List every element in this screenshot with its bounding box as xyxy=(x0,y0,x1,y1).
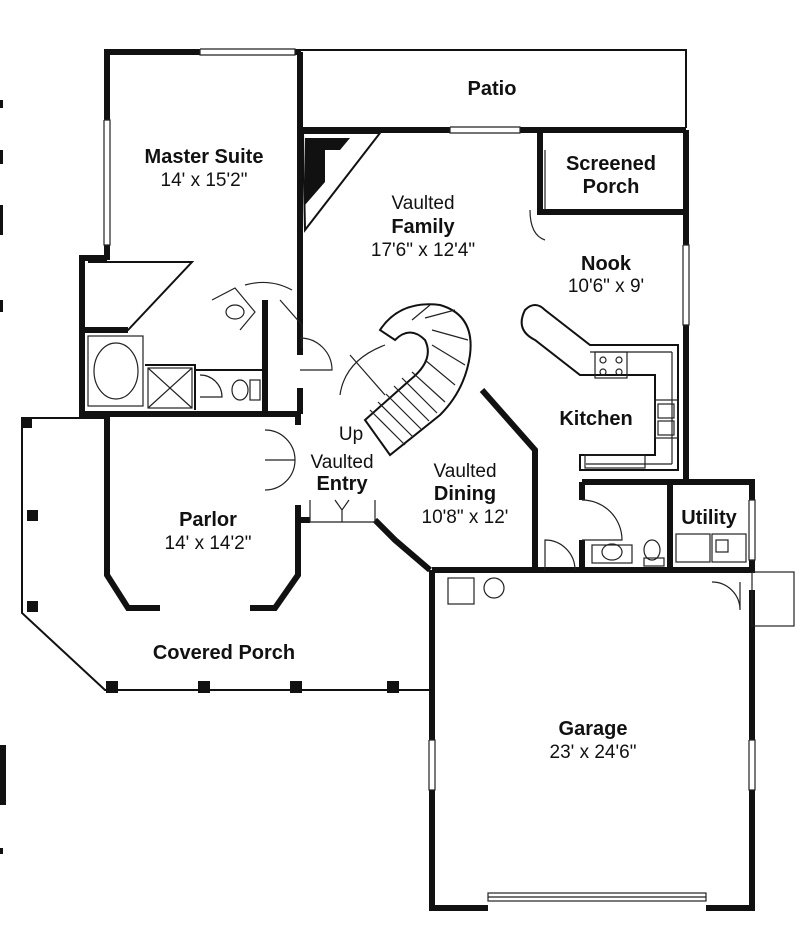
patio-label: Patio xyxy=(468,78,517,100)
edge-marks xyxy=(0,100,6,854)
kitchen-counters xyxy=(520,304,679,471)
entry-prefix: Vaulted xyxy=(310,452,373,473)
parlor-dims: 14' x 14'2" xyxy=(165,533,252,554)
master-suite-dims: 14' x 15'2" xyxy=(161,170,248,191)
family-label: Family xyxy=(391,216,455,238)
room-labels: Patio Master Suite 14' x 15'2" Screened … xyxy=(145,78,738,763)
nook-label: Nook xyxy=(581,253,632,275)
utility-label: Utility xyxy=(681,507,737,529)
interior-walls xyxy=(82,130,686,573)
windows xyxy=(103,48,756,791)
family-prefix: Vaulted xyxy=(391,193,454,214)
kitchen-label: Kitchen xyxy=(559,408,632,430)
staircase xyxy=(339,303,472,457)
garage-door xyxy=(487,892,707,912)
side-stoop xyxy=(751,571,795,627)
covered-porch-label: Covered Porch xyxy=(153,642,295,664)
parlor-label: Parlor xyxy=(179,509,237,531)
family-dims: 17'6" x 12'4" xyxy=(371,240,475,261)
bath-fixtures xyxy=(87,287,747,567)
dining-prefix: Vaulted xyxy=(433,461,496,482)
garage-dims: 23' x 24'6" xyxy=(550,742,637,763)
screened-porch-label-line1: Screened xyxy=(566,153,656,175)
fireplace xyxy=(301,132,383,233)
nook-dims: 10'6" x 9' xyxy=(568,276,644,297)
covered-porch-area xyxy=(21,417,432,693)
dining-dims: 10'8" x 12' xyxy=(422,507,509,528)
stair-up-label: Up xyxy=(339,424,363,445)
garage-items xyxy=(447,577,505,605)
garage-label: Garage xyxy=(559,718,628,740)
dining-label: Dining xyxy=(434,483,496,505)
doors xyxy=(199,150,741,611)
entry-label: Entry xyxy=(316,473,368,495)
master-suite-label: Master Suite xyxy=(145,146,264,168)
screened-porch-label-line2: Porch xyxy=(583,176,640,198)
